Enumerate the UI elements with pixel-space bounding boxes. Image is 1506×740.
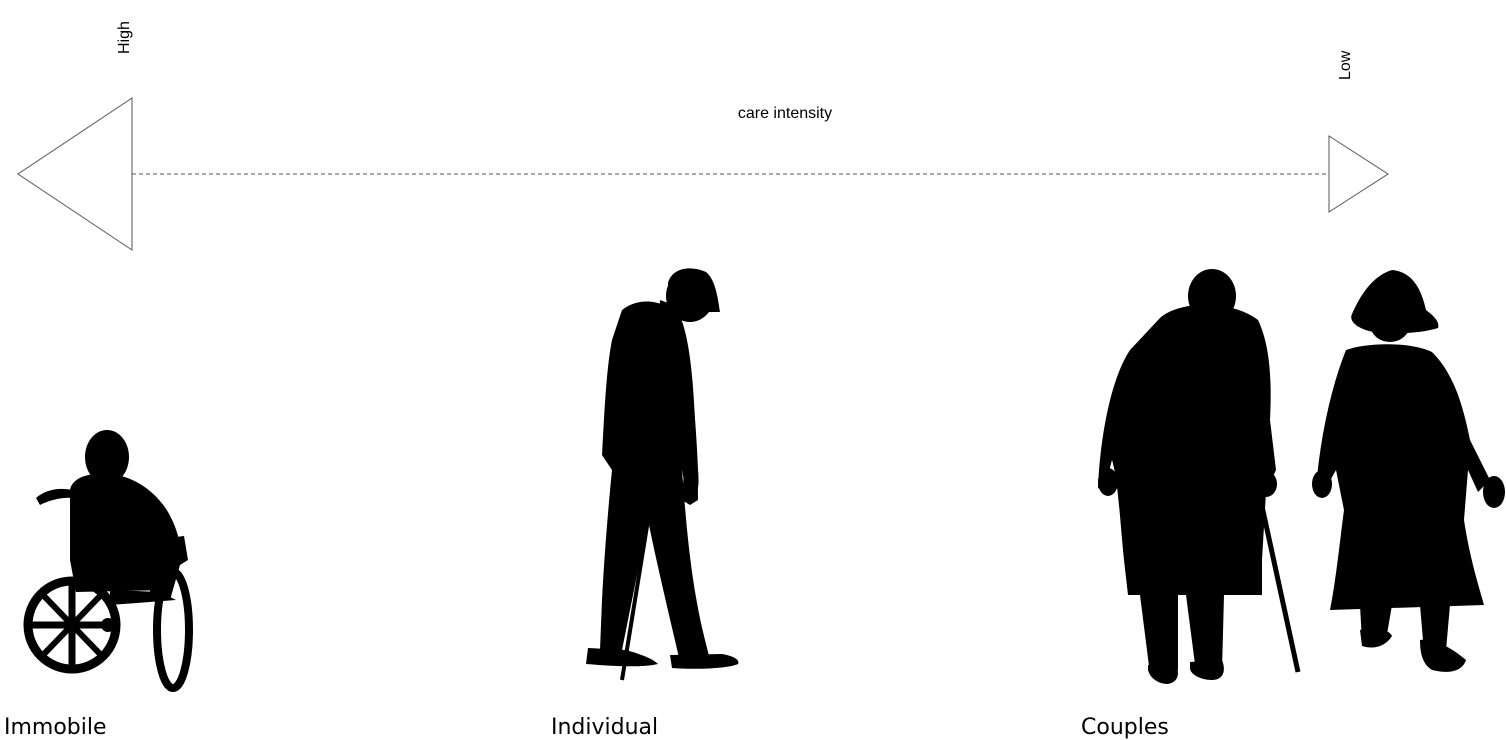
elderly-man-with-cane-icon xyxy=(586,268,739,681)
triangle-right-outline-icon xyxy=(1328,135,1389,213)
figure-label-individual: Individual xyxy=(551,715,658,740)
person-in-wheelchair-icon xyxy=(23,430,193,692)
axis-low-label: Low xyxy=(1337,50,1354,80)
figure-label-couples: Couples xyxy=(1081,715,1169,740)
figure-label-immobile: Immobile xyxy=(4,715,107,740)
axis-high-label: High xyxy=(116,21,133,54)
triangle-left-outline-icon xyxy=(17,97,133,251)
axis-title: care intensity xyxy=(738,105,832,122)
elderly-couple-walking-icon xyxy=(1098,269,1505,684)
